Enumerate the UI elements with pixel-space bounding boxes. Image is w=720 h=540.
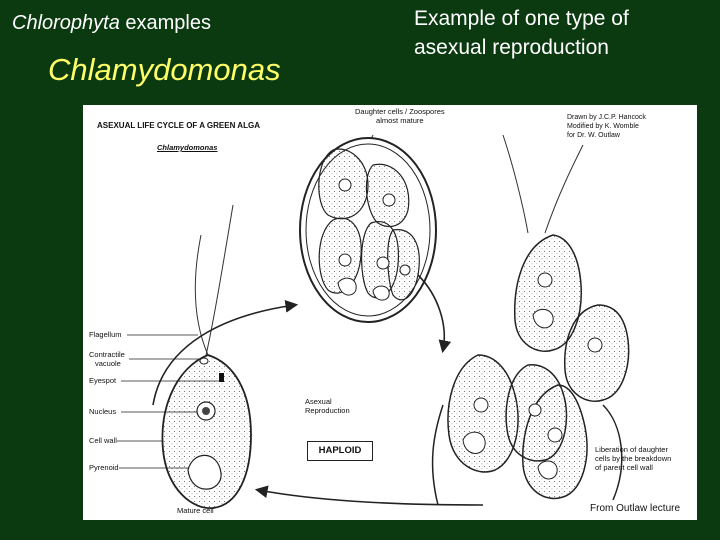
label-eyespot: Eyespot — [89, 376, 116, 385]
source-credit: From Outlaw lecture — [590, 503, 680, 514]
daughter-cells-group — [300, 135, 436, 322]
right-title: Example of one type of asexual reproduct… — [414, 4, 629, 62]
slide-title: Chlorophyta examples — [12, 12, 211, 35]
label-vacuole: vacuole — [95, 359, 121, 368]
right-title-line-1: Example of one type of — [414, 4, 629, 33]
credit-line-1: Drawn by J.C.P. Hancock — [567, 113, 646, 122]
slide-subtitle: Chlamydomonas — [48, 52, 281, 88]
mature-cell-label: Mature cell — [177, 506, 214, 515]
credit-line-2: Modified by K. Womble — [567, 122, 646, 131]
slide-title-rest: examples — [120, 12, 211, 34]
asexual-reproduction-label: Asexual Reproduction — [305, 397, 350, 415]
life-cycle-figure: ASEXUAL LIFE CYCLE OF A GREEN ALGA Chlam… — [83, 105, 697, 520]
right-title-line-2: asexual reproduction — [414, 33, 629, 62]
liberation-caption: Liberation of daughter cells by the brea… — [595, 445, 671, 472]
liberation-line-3: of parent cell wall — [595, 463, 671, 472]
liberation-line-2: cells by the breakdown — [595, 454, 671, 463]
label-nucleus: Nucleus — [89, 407, 116, 416]
asexual-line-2: Reproduction — [305, 406, 350, 415]
credit-line-3: for Dr. W. Outlaw — [567, 131, 646, 140]
asexual-line-1: Asexual — [305, 397, 350, 406]
label-contractile: Contractile — [89, 350, 125, 359]
figure-genus: Chlamydomonas — [157, 143, 217, 152]
daughter-caption-line-2: almost mature — [355, 116, 445, 125]
daughter-cells-caption: Daughter cells / Zoospores almost mature — [355, 107, 445, 125]
drawing-credits: Drawn by J.C.P. Hancock Modified by K. W… — [567, 113, 646, 140]
label-flagellum: Flagellum — [89, 330, 122, 339]
slide-title-italic: Chlorophyta — [12, 12, 120, 34]
label-cell-wall: Cell wall — [89, 436, 117, 445]
label-pyrenoid: Pyrenoid — [89, 463, 119, 472]
haploid-box: HAPLOID — [307, 441, 373, 461]
daughter-caption-line-1: Daughter cells / Zoospores — [355, 107, 445, 116]
figure-header: ASEXUAL LIFE CYCLE OF A GREEN ALGA — [97, 121, 260, 130]
liberation-line-1: Liberation of daughter — [595, 445, 671, 454]
arrow-to-mature — [258, 490, 483, 505]
